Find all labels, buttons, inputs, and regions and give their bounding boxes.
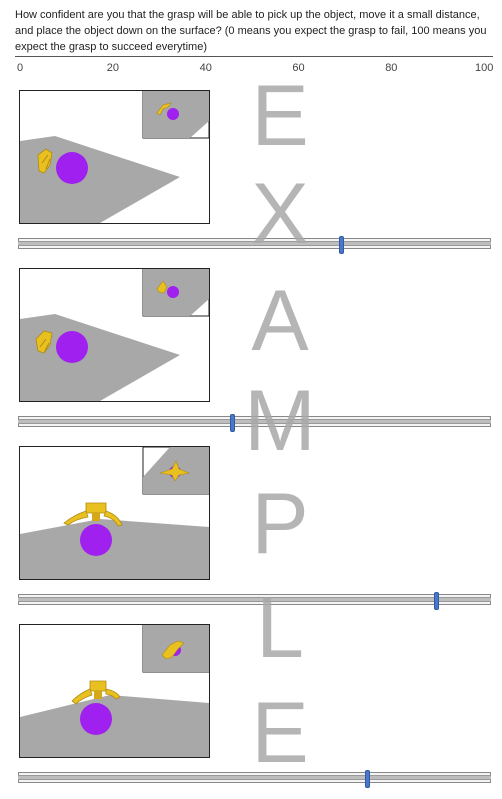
watermark-letter: P	[251, 476, 308, 572]
scale-tick-label: 40	[199, 62, 212, 74]
divider	[15, 56, 493, 57]
grasp-scene-1	[19, 90, 210, 224]
watermark-letter: E	[251, 68, 308, 164]
confidence-slider-2[interactable]	[18, 414, 491, 432]
scale-tick-label: 0	[17, 62, 24, 74]
slider-rail	[18, 419, 491, 424]
slider-thumb[interactable]	[339, 236, 345, 254]
grasp-scene-3	[19, 446, 210, 580]
confidence-slider-1[interactable]	[18, 236, 491, 254]
slider-rail	[18, 597, 491, 602]
slider-thumb[interactable]	[434, 592, 440, 610]
scale-tick-label: 20	[106, 62, 120, 74]
slider-thumb[interactable]	[230, 414, 236, 432]
slider-rail	[18, 775, 491, 780]
grasp-scene-2	[19, 268, 210, 402]
confidence-slider-4[interactable]	[18, 770, 491, 788]
scale-tick-label: 100	[475, 62, 494, 74]
scale-tick-label: 60	[292, 62, 305, 74]
confidence-slider-3[interactable]	[18, 592, 491, 610]
slider-thumb[interactable]	[364, 770, 370, 788]
scale-tick-label: 80	[385, 62, 398, 74]
watermark-letter: A	[251, 273, 309, 369]
watermark-letter: E	[251, 685, 308, 781]
grasp-scene-4	[19, 624, 210, 758]
slider-rail	[18, 241, 491, 246]
question-text: How confident are you that the grasp wil…	[15, 9, 487, 53]
